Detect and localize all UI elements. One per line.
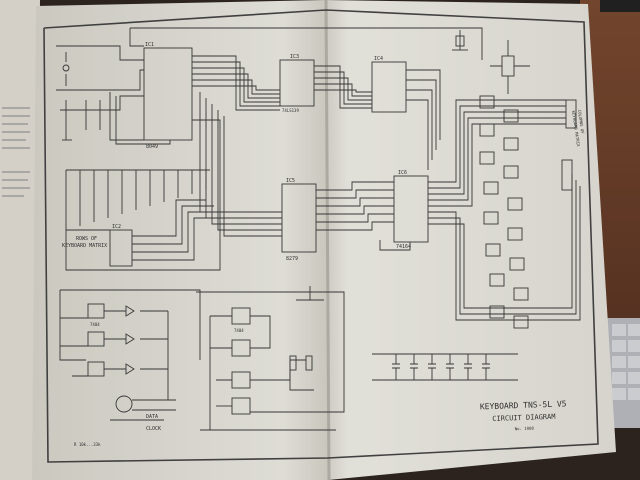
columns-connector: [565, 99, 577, 129]
dark-object: [600, 0, 640, 12]
label-ic6: IC6: [398, 170, 407, 176]
schematic-border: [43, 9, 599, 463]
book-spine: [324, 0, 331, 480]
label-ic3: IC3: [290, 54, 299, 60]
inverter-gates: [196, 286, 345, 431]
data-bus: [129, 27, 483, 170]
rows-sublabel: KEYBOARD MATRIX: [62, 243, 107, 249]
column-lines: [428, 99, 581, 321]
circuit-diagram: [56, 27, 581, 431]
label-ic4: IC4: [374, 56, 383, 62]
columns-sublabel: KEYBOARD MATRIX: [571, 110, 581, 147]
previous-page: [0, 0, 40, 480]
label-74164: 74164: [396, 244, 411, 250]
ic6-chip: [393, 175, 429, 243]
ic1-microcontroller: [143, 47, 193, 141]
label-ic5: IC5: [286, 178, 295, 184]
schematic-text: IC1 8049 IC3 74LS139 IC4 IC5 8279 IC6 74…: [62, 42, 585, 447]
footnote-label: R 10k...33k: [74, 442, 101, 447]
diagram-title: KEYBOARD TNS-5L V5: [480, 399, 567, 411]
diagram-number: No. 1088: [515, 426, 535, 432]
ic2-chip: [109, 229, 133, 267]
label-8049: 8049: [146, 144, 158, 150]
power-section: [56, 45, 171, 145]
row-resistors: [65, 119, 226, 271]
rows-label: ROWS OF: [76, 236, 97, 242]
left-page: [32, 0, 328, 480]
columns-label: COLUMNS OF: [577, 109, 585, 134]
decoupling-capacitors: [372, 353, 518, 381]
gate-array: [479, 95, 529, 329]
top-right-supply: [452, 30, 530, 94]
title-block: KEYBOARD TNS-5L V5 CIRCUIT DIAGRAM No. 1…: [480, 399, 567, 432]
diagram-subtitle: CIRCUIT DIAGRAM: [492, 413, 555, 423]
label-8279: 8279: [286, 256, 298, 262]
data-label: DATA: [146, 414, 158, 420]
previous-page-text: [2, 107, 30, 197]
label-ic2: IC2: [112, 224, 121, 230]
label-7404-b: 7404: [234, 328, 244, 333]
clock-label: CLOCK: [146, 426, 161, 432]
label-74ls139: 74LS139: [282, 108, 299, 113]
ic4-chip: [371, 61, 407, 113]
label-7404-a: 7404: [90, 322, 100, 327]
label-ic1: IC1: [145, 42, 154, 48]
right-page: [325, 0, 616, 480]
ic3-chip: [279, 59, 315, 107]
clock-data-driver: [59, 289, 201, 421]
